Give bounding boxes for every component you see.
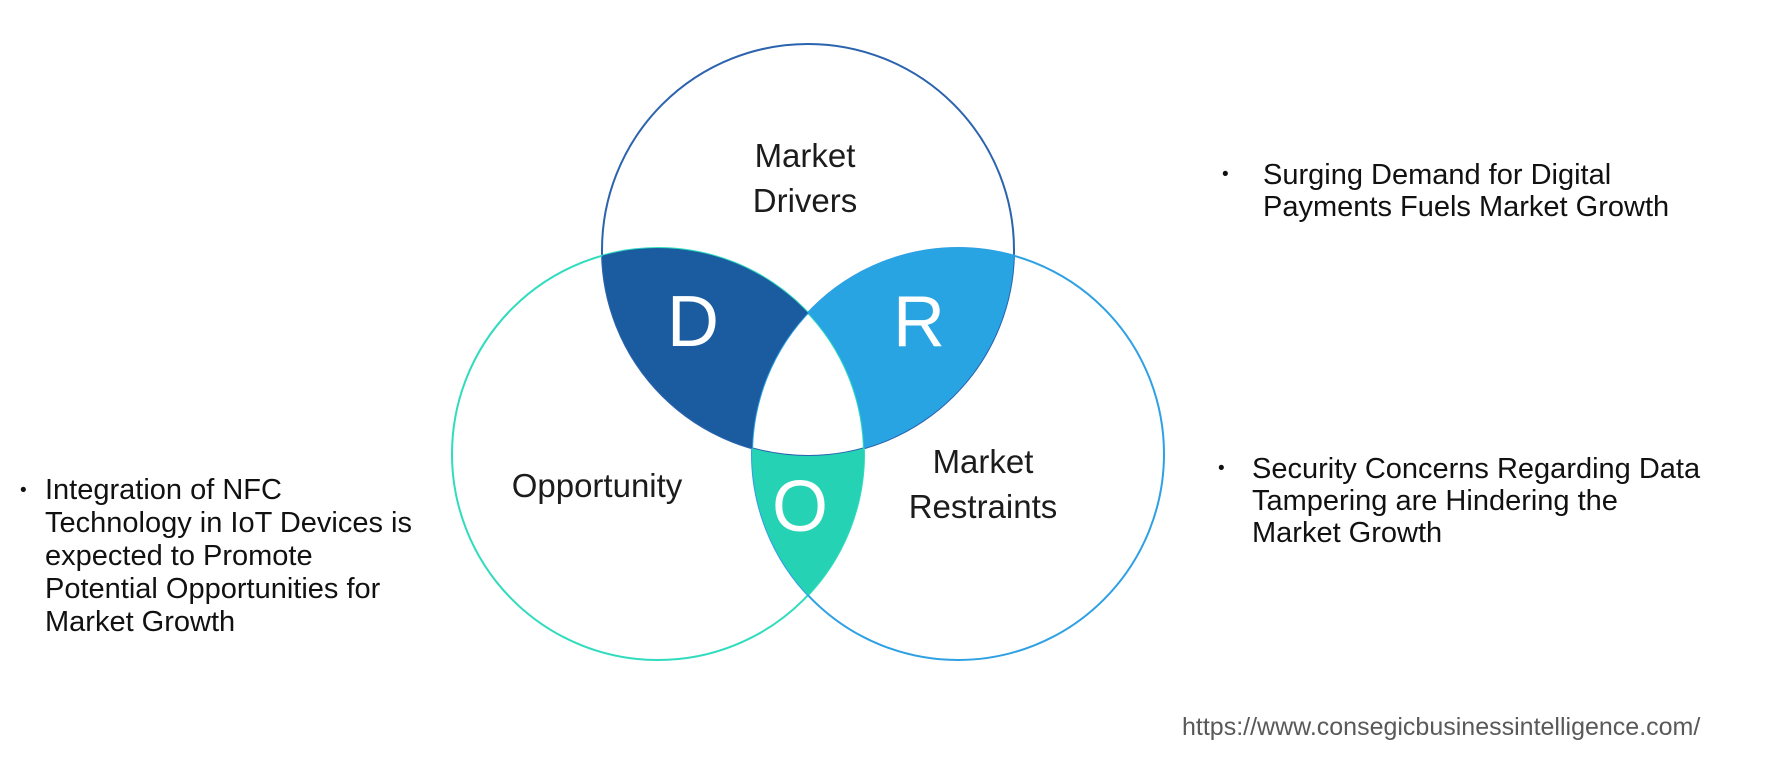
driver-bullet-text: Surging Demand for Digital Payments Fuel…: [1263, 159, 1669, 223]
bullet-text-line: Potential Opportunities for: [45, 573, 381, 605]
bullet-text-line: Market Growth: [1252, 517, 1443, 549]
bullet-text-line: Market Growth: [45, 606, 236, 638]
bullet-text-line: Surging Demand for Digital: [1263, 159, 1612, 191]
label-opportunity: Opportunity: [511, 467, 683, 504]
bullet-marker: •: [1218, 458, 1225, 479]
bullet-text-line: Technology in IoT Devices is: [45, 507, 412, 539]
bullet-text-line: expected to Promote: [45, 540, 313, 572]
label-market-drivers: Market Drivers: [752, 137, 858, 219]
bullet-text-line: Payments Fuels Market Growth: [1263, 191, 1670, 223]
letter-o: O: [771, 467, 828, 547]
bullet-marker: •: [1222, 164, 1229, 185]
letter-r: R: [893, 282, 945, 362]
label-market-restraints: Market Restraints: [908, 443, 1058, 525]
driver-bullet: • Surging Demand for Digital Payments Fu…: [1222, 159, 1669, 223]
bullet-marker: •: [20, 480, 27, 501]
opportunity-bullet-text: Integration of NFC Technology in IoT Dev…: [45, 474, 412, 639]
restraint-bullet: • Security Concerns Regarding Data Tampe…: [1218, 453, 1700, 549]
bullet-text-line: Security Concerns Regarding Data: [1252, 453, 1701, 485]
letter-d: D: [667, 282, 719, 362]
bullet-text-line: Tampering are Hindering the: [1252, 485, 1618, 517]
source-url: https://www.consegicbusinessintelligence…: [1182, 713, 1701, 741]
opportunity-bullet: • Integration of NFC Technology in IoT D…: [20, 474, 412, 639]
bullet-text-line: Integration of NFC: [45, 474, 282, 506]
restraint-bullet-text: Security Concerns Regarding Data Tamperi…: [1252, 453, 1700, 549]
